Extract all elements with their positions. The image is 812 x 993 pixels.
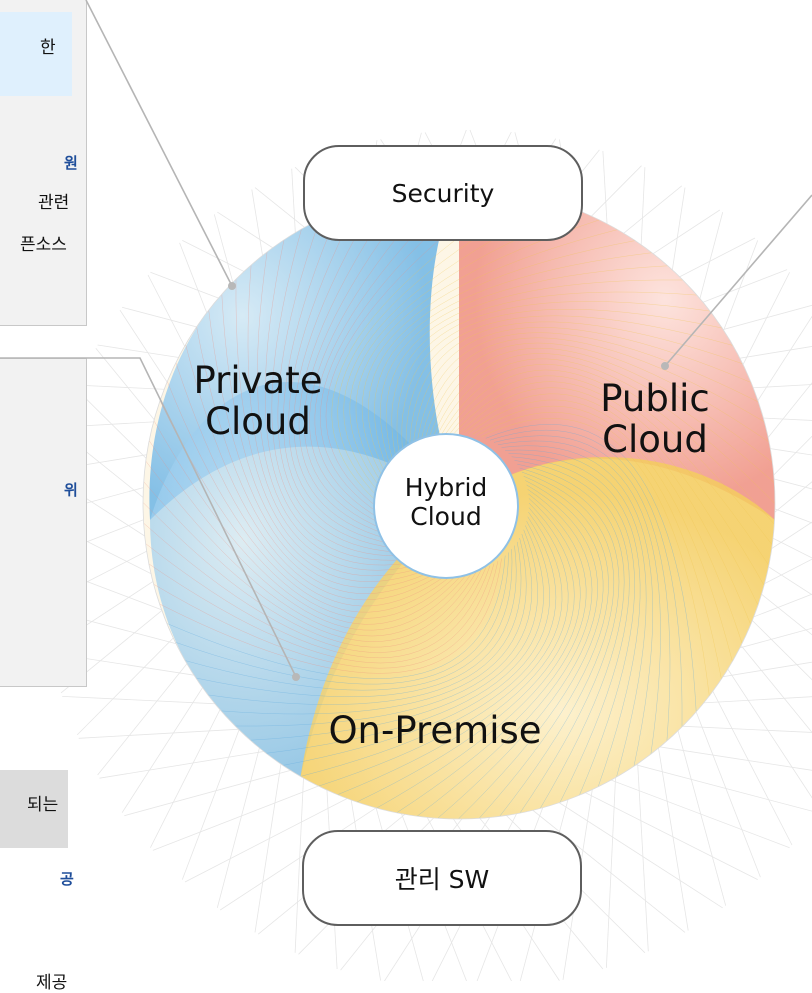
hybrid-label-line2: Cloud [376, 503, 516, 532]
public-label-line1: Public [585, 378, 725, 419]
public-cloud-label: Public Cloud [585, 378, 725, 461]
private-label-line1: Private [188, 360, 328, 401]
connector-dot-public [661, 362, 669, 370]
connector-line-public [665, 195, 812, 366]
private-cloud-label: Private Cloud [188, 360, 328, 443]
public-label-line2: Cloud [585, 419, 725, 460]
connector-line-private [86, 0, 232, 286]
private-label-line2: Cloud [188, 401, 328, 442]
management-sw-pill: 관리 SW [302, 830, 582, 926]
on-premise-label: On-Premise [300, 710, 570, 751]
security-label: Security [392, 179, 495, 208]
connector-dot-private [228, 282, 236, 290]
hybrid-cloud-label: Hybrid Cloud [376, 474, 516, 532]
security-pill: Security [303, 145, 583, 241]
connector-dot-onprem [292, 673, 300, 681]
management-sw-label: 관리 SW [395, 860, 490, 896]
hybrid-label-line1: Hybrid [376, 474, 516, 503]
